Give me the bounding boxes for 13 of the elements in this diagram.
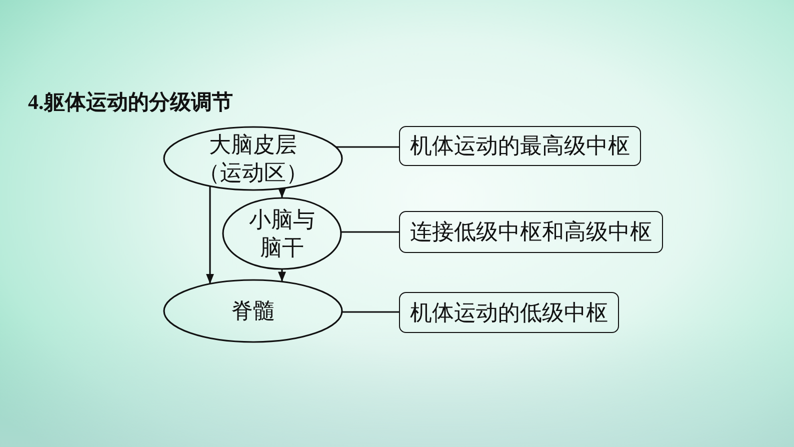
ellipse-node: 脊髓 [163,279,343,343]
rounded-box: 机体运动的低级中枢 [399,292,619,333]
ellipse-node: 大脑皮层（运动区） [163,126,343,191]
rounded-box: 机体运动的最高级中枢 [399,126,641,166]
arrow [206,186,214,284]
ellipse-node: 小脑与脑干 [222,197,342,270]
arrow [278,269,286,282]
rounded-box: 连接低级中枢和高级中枢 [399,211,663,253]
connector-line [336,146,399,148]
connector-line [340,231,399,233]
connector-line [342,311,399,313]
title: 4.躯体运动的分级调节 [28,89,233,116]
arrow [278,188,286,198]
